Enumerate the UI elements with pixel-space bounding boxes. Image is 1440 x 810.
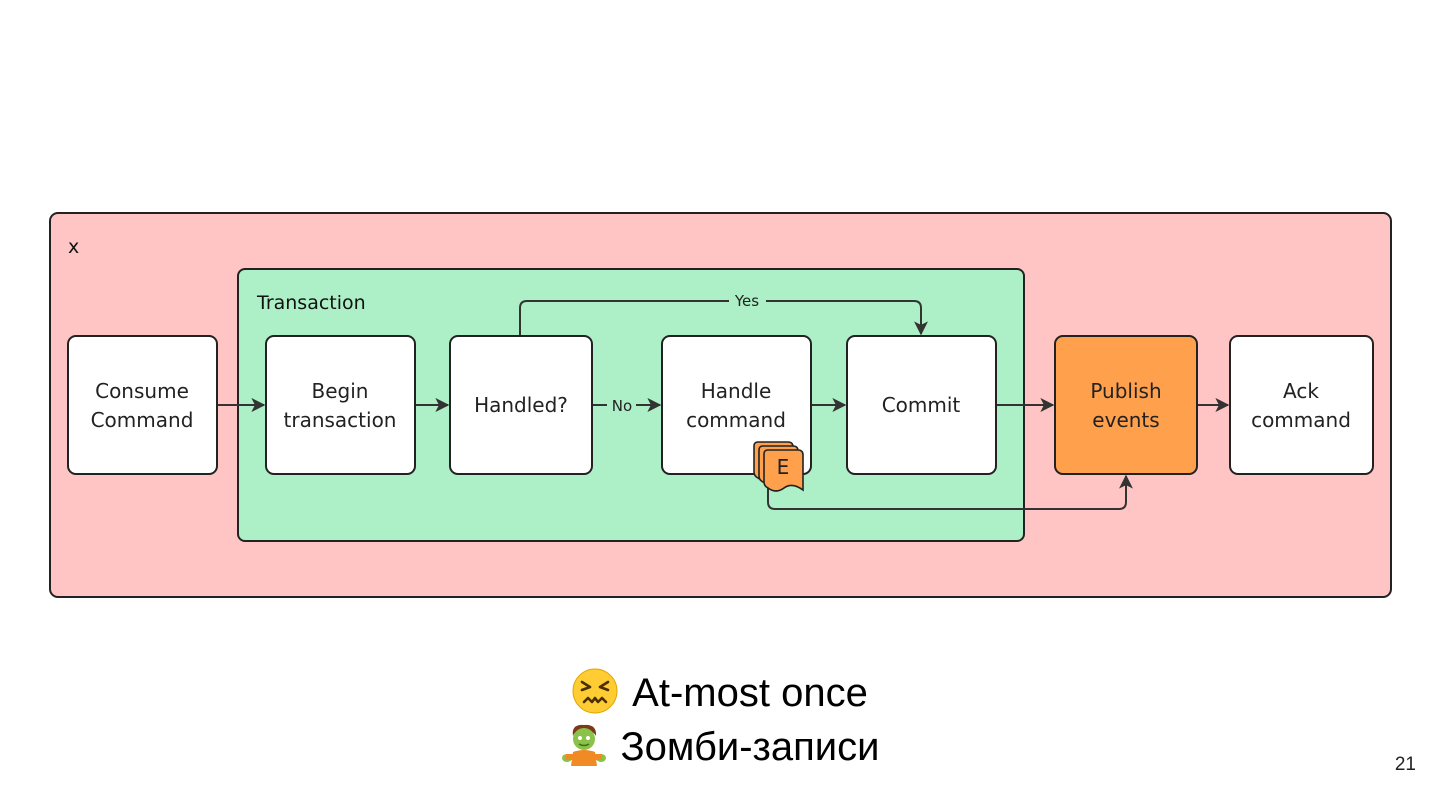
node-consume-command: Consume Command	[67, 335, 218, 475]
caption-line-1-text: At-most once	[632, 671, 868, 715]
node-publish-events: Publish events	[1054, 335, 1198, 475]
node-commit-line1: Commit	[882, 393, 961, 417]
node-consume-line2: Command	[91, 408, 194, 432]
node-ack-line2: command	[1251, 408, 1351, 432]
node-begin-transaction: Begin transaction	[265, 335, 416, 475]
caption-line-2: Зомби-записи	[0, 722, 1440, 770]
caption-line-2-text: Зомби-записи	[620, 725, 880, 769]
node-ack-command: Ack command	[1229, 335, 1374, 475]
node-handle-line2: command	[686, 408, 786, 432]
node-handled-line1: Handled?	[474, 393, 568, 417]
edge-no-label: No	[612, 397, 632, 415]
node-ack-line1: Ack	[1283, 379, 1319, 403]
event-badge: E	[753, 441, 804, 492]
node-consume-line1: Consume	[95, 379, 189, 403]
edge-events-to-publish	[767, 474, 1133, 510]
edge-yes-label: Yes	[734, 292, 759, 310]
edge-handled-yes-to-commit	[519, 300, 921, 336]
caption-line-1: At-most once	[0, 668, 1440, 716]
node-begin-line2: transaction	[284, 408, 397, 432]
zombie-icon	[561, 724, 606, 766]
confounded-face-icon	[572, 668, 618, 714]
event-badge-label: E	[777, 455, 790, 479]
node-commit: Commit	[846, 335, 997, 475]
page-number: 21	[1394, 754, 1416, 775]
node-handle-line1: Handle	[701, 379, 772, 403]
edges	[217, 300, 1230, 510]
outer-group-label: x	[68, 236, 79, 258]
node-handled: Handled?	[449, 335, 593, 475]
node-begin-line1: Begin	[312, 379, 369, 403]
node-publish-line1: Publish	[1090, 379, 1161, 403]
node-publish-line2: events	[1092, 408, 1159, 432]
transaction-group-label: Transaction	[256, 292, 366, 314]
node-handle-command: Handle command	[661, 335, 812, 475]
